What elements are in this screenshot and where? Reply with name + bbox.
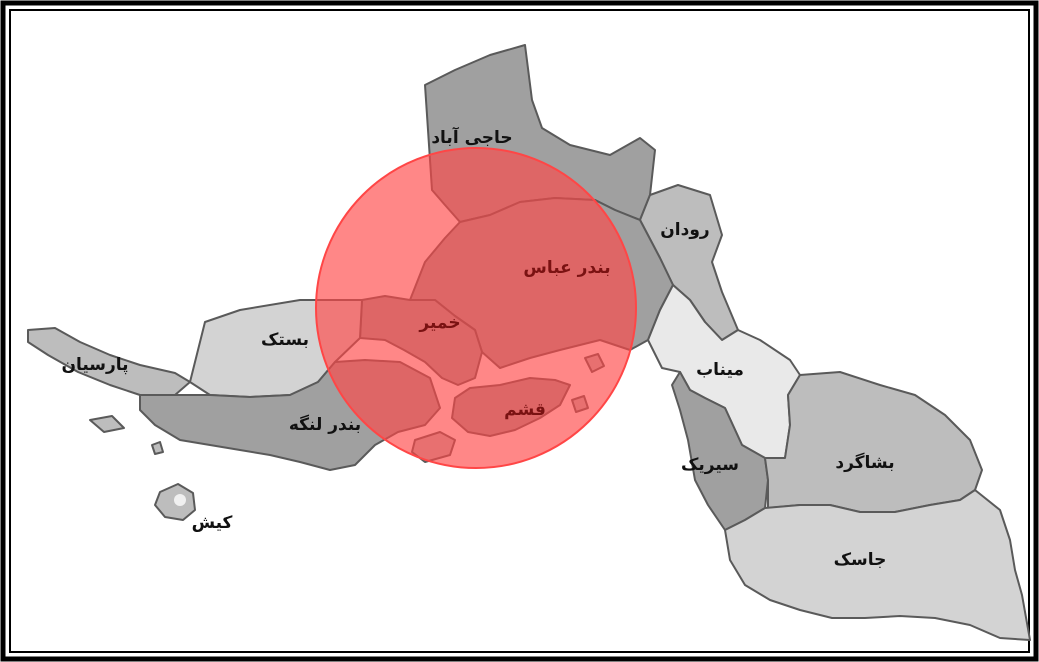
label-qeshm: قشم xyxy=(504,400,546,420)
label-parsian: پارسیان xyxy=(61,355,128,375)
label-khamir: خمیر xyxy=(418,313,460,333)
island-small-5 xyxy=(151,441,164,455)
highlight-circle xyxy=(315,147,637,469)
island-small-4 xyxy=(89,415,125,433)
kish-highlight xyxy=(174,494,186,506)
region-bashagerd[interactable] xyxy=(764,371,983,513)
label-bandar-lengeh: بندر لنگه xyxy=(289,414,361,435)
label-minab: میناب xyxy=(696,360,744,380)
region-jask[interactable] xyxy=(724,489,1031,641)
label-bashagerd: بشاگرد xyxy=(835,452,894,473)
label-bastak: بستک xyxy=(261,330,309,350)
label-bandar-abbas: بندر عباس xyxy=(523,258,610,278)
region-parsian[interactable] xyxy=(27,327,191,396)
inner-frame xyxy=(9,9,1030,653)
label-roudan: رودان xyxy=(660,220,709,240)
label-sirik: سیریک xyxy=(681,455,739,475)
label-kish: کیش xyxy=(192,513,233,533)
label-jask: جاسک xyxy=(834,550,887,570)
label-haji-abad: حاجی آباد xyxy=(431,126,512,148)
